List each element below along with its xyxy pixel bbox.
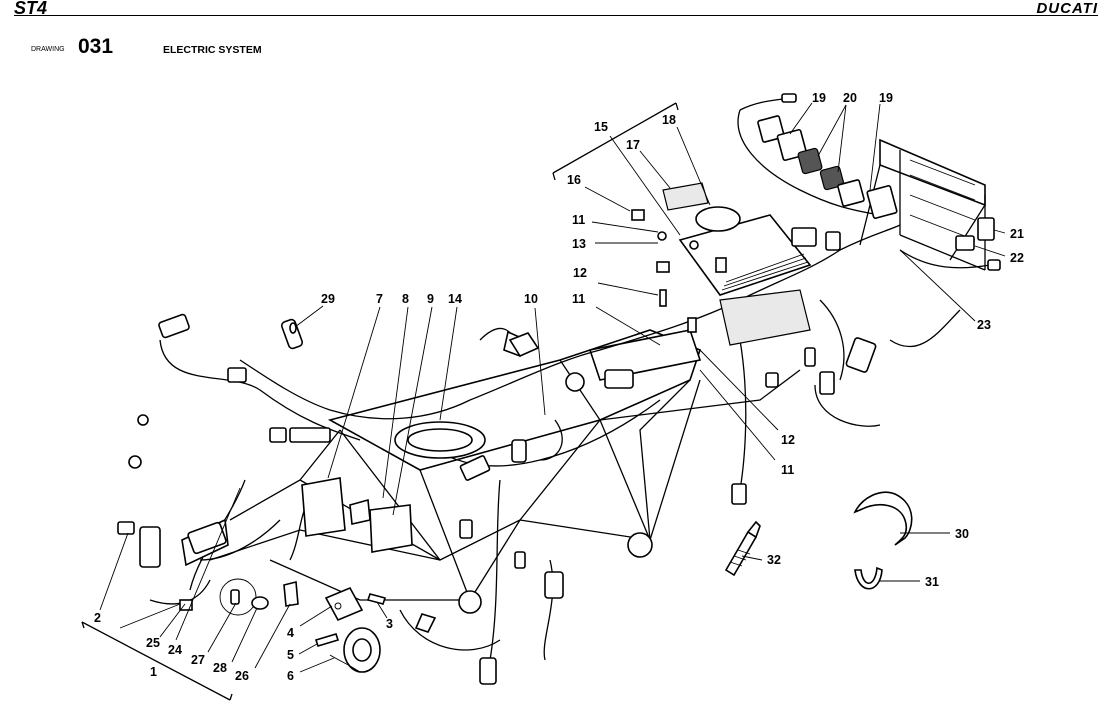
callout-11-low: 11 bbox=[781, 463, 794, 477]
callout-17: 17 bbox=[626, 138, 640, 152]
callout-5: 5 bbox=[287, 648, 294, 662]
callout-13: 13 bbox=[572, 237, 586, 251]
callout-7: 7 bbox=[376, 292, 383, 306]
callout-8: 8 bbox=[402, 292, 409, 306]
callout-29: 29 bbox=[321, 292, 335, 306]
callout-labels: 1 2 3 4 5 6 7 8 9 10 11 11 11 12 12 13 1… bbox=[94, 91, 1024, 683]
callout-32: 32 bbox=[767, 553, 781, 567]
drawing-number: 031 bbox=[78, 35, 114, 58]
callout-26: 26 bbox=[235, 669, 249, 683]
callout-19-right: 19 bbox=[879, 91, 893, 105]
callout-12-top: 12 bbox=[573, 266, 587, 280]
drawing-label: DRAWING bbox=[31, 46, 65, 53]
callout-21: 21 bbox=[1010, 227, 1024, 241]
header-divider bbox=[14, 15, 1098, 16]
callout-23: 23 bbox=[977, 318, 991, 332]
model-name: ST4 bbox=[14, 0, 48, 18]
callout-1: 1 bbox=[150, 665, 157, 679]
callout-24: 24 bbox=[168, 643, 182, 657]
callout-19-left: 19 bbox=[812, 91, 826, 105]
callout-16: 16 bbox=[567, 173, 581, 187]
callout-3: 3 bbox=[386, 617, 393, 631]
frame bbox=[209, 329, 801, 614]
callout-11-mid: 11 bbox=[572, 292, 585, 306]
callout-22: 22 bbox=[1010, 251, 1024, 265]
callout-10: 10 bbox=[524, 292, 538, 306]
callout-15: 15 bbox=[594, 120, 608, 134]
callout-30: 30 bbox=[955, 527, 969, 541]
brand-logo: DUCATI bbox=[1036, 0, 1098, 17]
callout-6: 6 bbox=[287, 669, 294, 683]
leader-lines bbox=[81, 102, 1006, 701]
callout-27: 27 bbox=[191, 653, 205, 667]
callout-18: 18 bbox=[662, 113, 676, 127]
callout-25: 25 bbox=[146, 636, 160, 650]
callout-9: 9 bbox=[427, 292, 434, 306]
callout-2: 2 bbox=[94, 611, 101, 625]
callout-14: 14 bbox=[448, 292, 462, 306]
callout-31: 31 bbox=[925, 575, 939, 589]
parts bbox=[117, 93, 1001, 685]
callout-28: 28 bbox=[213, 661, 227, 675]
callout-12-low: 12 bbox=[781, 433, 795, 447]
callout-4: 4 bbox=[287, 626, 294, 640]
drawing-title: ELECTRIC SYSTEM bbox=[163, 44, 262, 56]
callout-20: 20 bbox=[843, 91, 857, 105]
callout-11-top: 11 bbox=[572, 213, 585, 227]
